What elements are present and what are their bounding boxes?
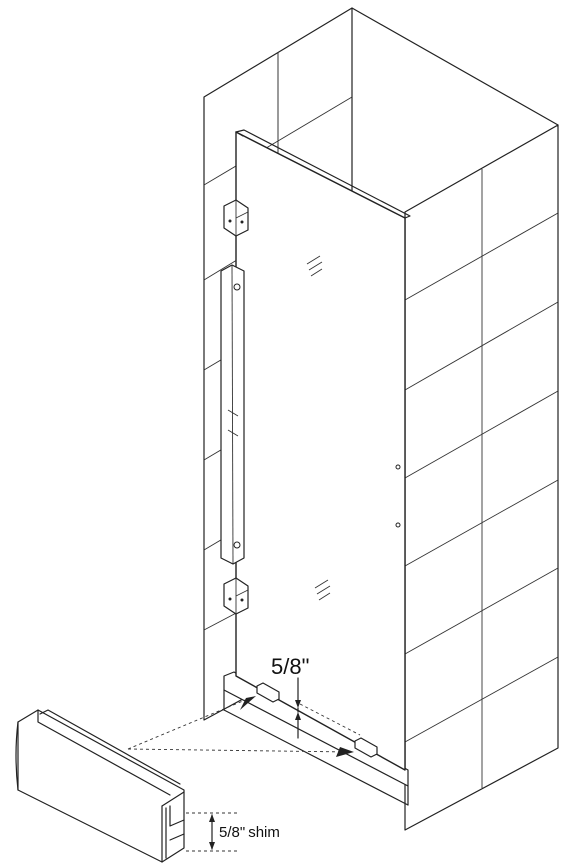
shim-block <box>256 682 280 703</box>
back-right-wall <box>277 7 559 160</box>
handle-hole <box>395 464 401 470</box>
bottom-hinge <box>223 577 249 615</box>
handle-hole <box>395 522 401 528</box>
shim-dimension-marker <box>186 812 240 852</box>
glass-reflection-mark <box>306 255 323 277</box>
seal-profile-detail <box>15 709 185 863</box>
door-handle-bar <box>220 264 245 565</box>
gap-dimension-marker <box>295 677 361 739</box>
shim-dimension-label: 5/8"shim <box>219 824 280 841</box>
glass-reflection-mark <box>314 579 331 601</box>
shim-block <box>354 737 378 758</box>
shim-dimension-value: 5/8" <box>219 824 245 841</box>
top-hinge <box>223 199 249 237</box>
shim-word: shim <box>248 824 280 841</box>
gap-dimension-label: 5/8" <box>271 654 309 679</box>
projection-lines <box>127 696 354 757</box>
right-wall <box>404 124 559 831</box>
glass-door-panel <box>235 129 411 771</box>
